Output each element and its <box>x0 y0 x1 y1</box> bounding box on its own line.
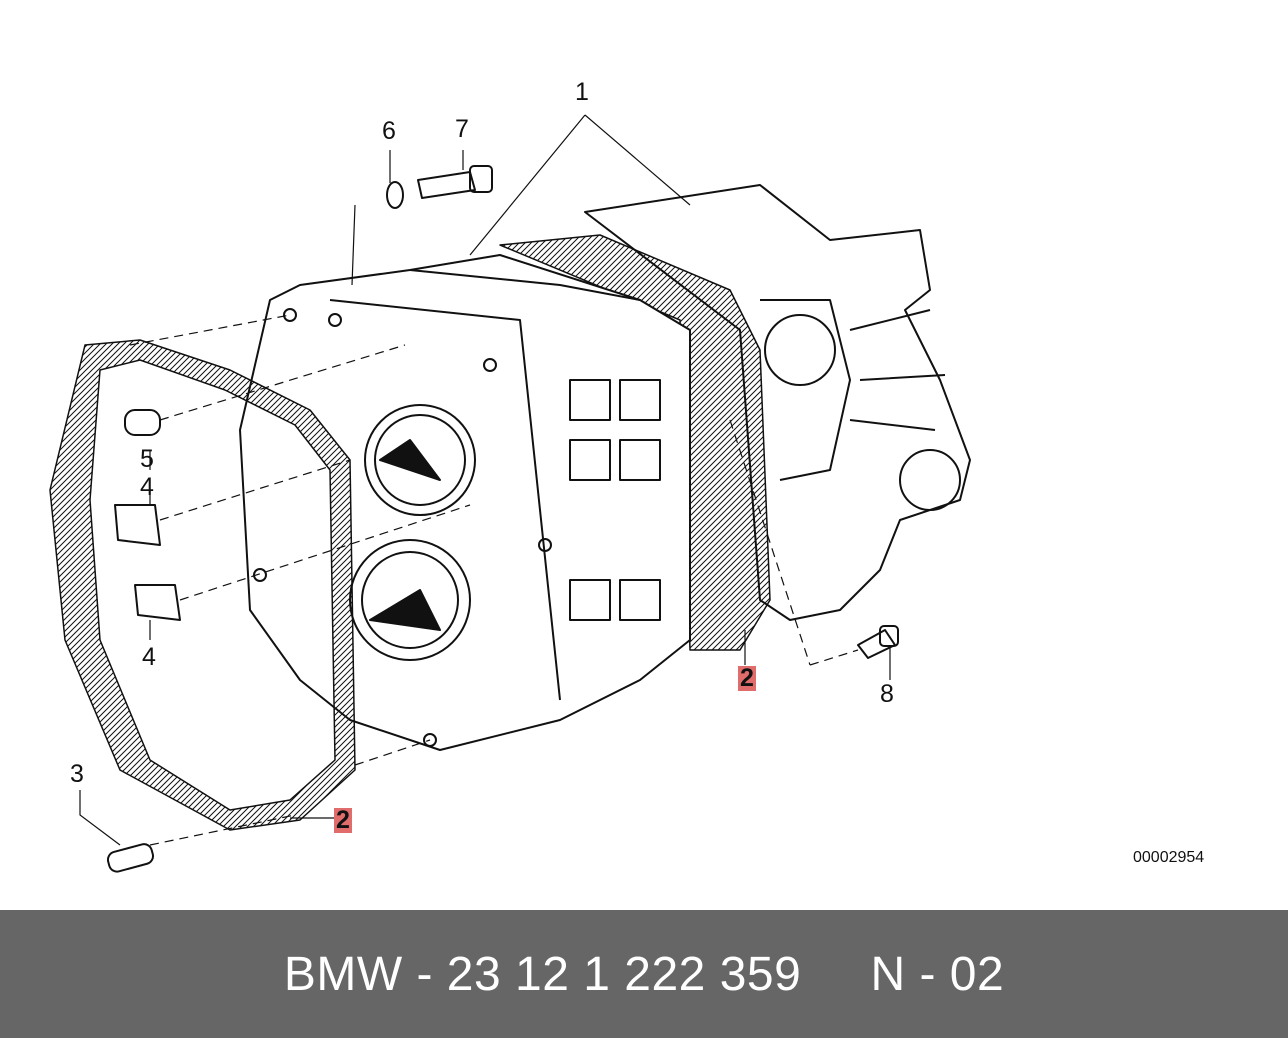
callout-4-upper: 4 <box>140 473 154 501</box>
callout-5: 5 <box>140 445 154 473</box>
transmission-housing-drawing <box>49 114 971 873</box>
part-number-text: BMW - 23 12 1 222 359 N - 02 <box>283 947 1005 1001</box>
callout-2-front: 2 <box>334 806 352 834</box>
parts-diagram: 1 2 2 3 4 4 5 6 7 8 00002954 <box>49 78 1205 873</box>
footer-bar: BMW - 23 12 1 222 359 N - 02 <box>0 910 1288 1038</box>
callout-8: 8 <box>880 680 894 708</box>
callout-7: 7 <box>455 115 469 143</box>
callout-1: 1 <box>575 78 589 106</box>
diagram-id: 00002954 <box>1133 849 1205 866</box>
callout-2-rear: 2 <box>738 664 756 692</box>
callout-4-lower: 4 <box>142 643 156 671</box>
callout-6: 6 <box>382 117 396 145</box>
callout-3: 3 <box>70 760 84 788</box>
